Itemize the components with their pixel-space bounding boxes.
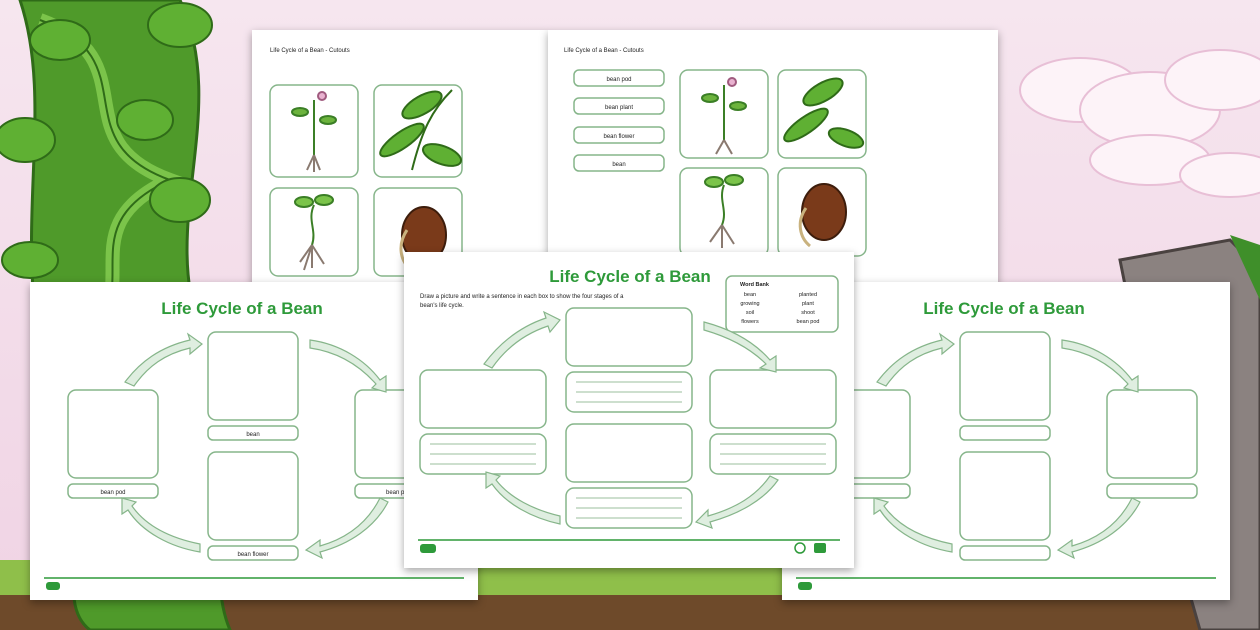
svg-text:flowers: flowers — [741, 319, 759, 325]
label-top: bean — [246, 432, 259, 438]
label-cards: bean pod bean plant bean flower bean — [573, 69, 665, 172]
svg-text:soil: soil — [746, 310, 754, 316]
bean-seed-picture — [798, 183, 847, 248]
label-left: bean pod — [100, 490, 125, 496]
svg-text:planted: planted — [799, 292, 817, 298]
worksheet-cutouts-2[interactable]: Life Cycle of a Bean - Cutouts bean pod … — [548, 30, 998, 286]
worksheet-center[interactable]: Life Cycle of a Bean Draw a picture and … — [404, 252, 854, 568]
label-right: bean plant — [386, 490, 414, 496]
svg-text:bean pod: bean pod — [797, 319, 820, 325]
sheet-title: Life Cycle of a Bean - Cutouts — [564, 48, 644, 54]
bean-flower-picture — [701, 77, 747, 155]
bean-plant-picture — [294, 194, 334, 271]
label-card-3: bean flower — [603, 134, 634, 140]
bean-plant-picture — [704, 174, 744, 248]
label-card-1: bean pod — [606, 77, 631, 83]
worksheet-left[interactable]: Life Cycle of a Bean bean bean pod bean … — [30, 282, 478, 600]
svg-text:bean: bean — [744, 292, 756, 298]
svg-text:shoot: shoot — [801, 310, 815, 316]
worksheet-cutouts-1[interactable]: Life Cycle of a Bean - Cutouts — [252, 30, 548, 286]
word-bank-heading: Word Bank — [740, 282, 770, 288]
worksheet-right[interactable]: Life Cycle of a Bean — [782, 282, 1230, 600]
bean-pod-picture — [379, 89, 463, 171]
label-card-4: bean — [612, 162, 625, 168]
instructions-line-2: bean's life cycle. — [420, 303, 464, 309]
label-card-2: bean plant — [605, 105, 633, 111]
cycle-arrows — [483, 310, 779, 530]
svg-text:plant: plant — [802, 301, 814, 307]
cycle-arrows — [121, 332, 389, 560]
sheet-title: Life Cycle of a Bean — [923, 299, 1085, 318]
word-bank: Word Bank bean planted growing plant soi… — [725, 275, 839, 333]
sheet-title: Life Cycle of a Bean - Cutouts — [270, 48, 350, 54]
instructions-line-1: Draw a picture and write a sentence in e… — [420, 294, 624, 300]
bean-flower-picture — [291, 91, 337, 172]
label-bottom: bean flower — [237, 552, 268, 558]
sheet-title: Life Cycle of a Bean — [161, 299, 323, 318]
bean-pod-picture — [783, 77, 865, 149]
cycle-arrows — [873, 332, 1141, 560]
svg-text:growing: growing — [740, 301, 759, 307]
sheet-title: Life Cycle of a Bean — [549, 267, 711, 286]
